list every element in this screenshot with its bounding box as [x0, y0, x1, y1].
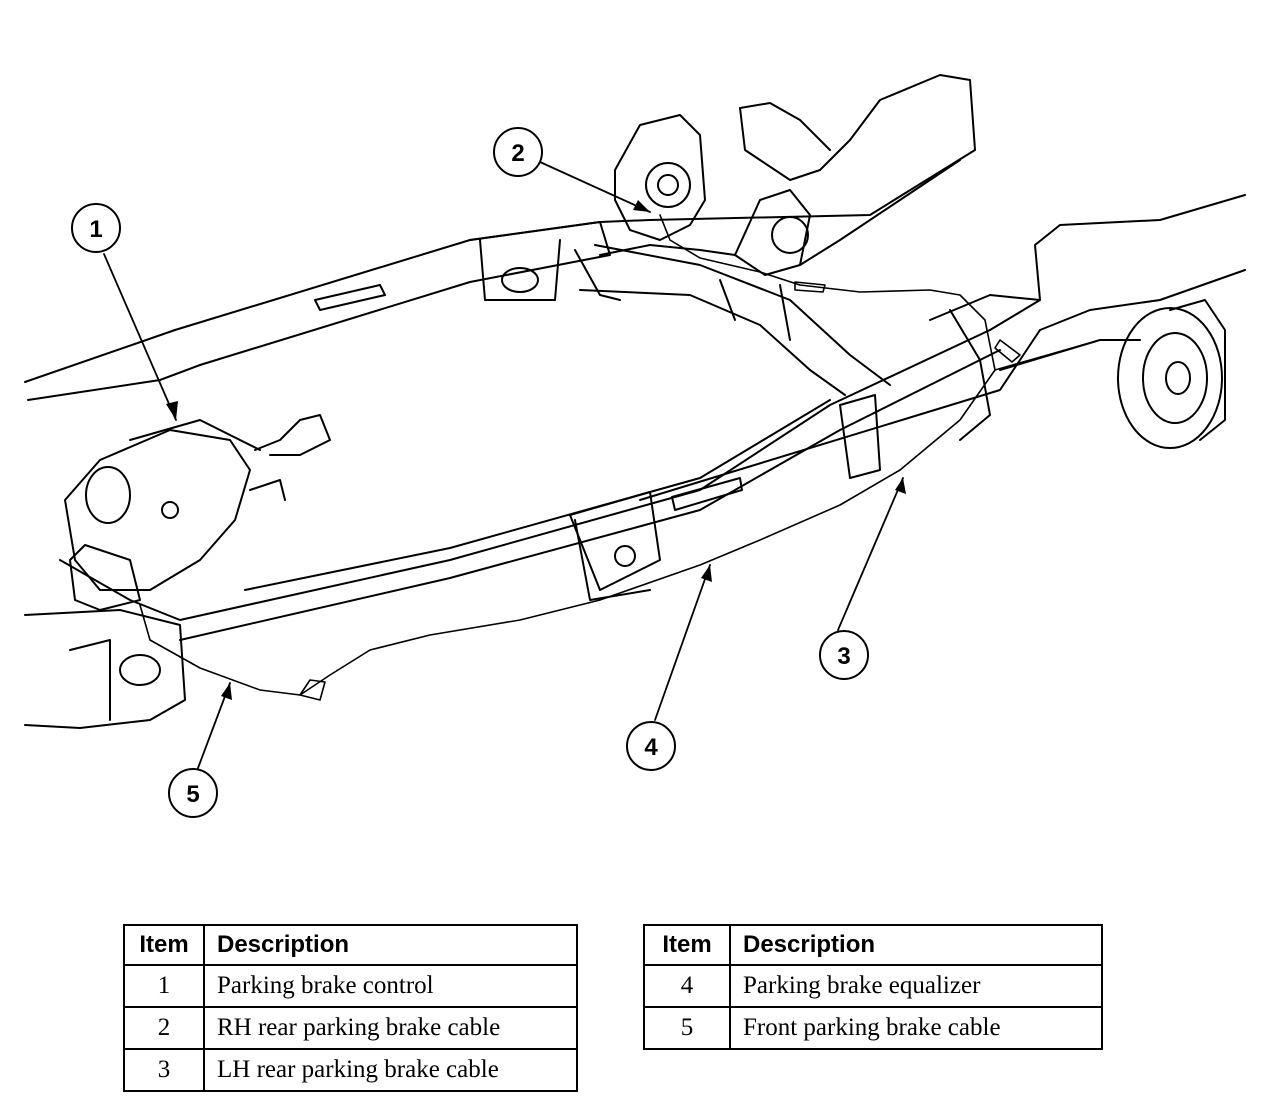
- table-row: 1 Parking brake control: [123, 964, 578, 1008]
- rear-axle: [929, 194, 1246, 449]
- item-description: Parking brake control: [203, 964, 578, 1008]
- front-knuckle: [614, 114, 706, 241]
- cross-member: [579, 244, 891, 396]
- legend-table-left: Item Description 1 Parking brake control…: [123, 924, 578, 1092]
- item-header: Item: [643, 924, 731, 966]
- svg-text:5: 5: [186, 781, 199, 808]
- item-description: Parking brake equalizer: [729, 964, 1103, 1008]
- item-number: 5: [643, 1006, 731, 1050]
- legend-table-right: Item Description 4 Parking brake equaliz…: [643, 924, 1103, 1050]
- item-number: 2: [123, 1006, 205, 1050]
- item-number: 4: [643, 964, 731, 1008]
- description-header: Description: [729, 924, 1103, 966]
- chassis-frame-diagram: 1 2 3 4 5: [24, 74, 1246, 818]
- table-row: 2 RH rear parking brake cable: [123, 1006, 578, 1050]
- callout-2: 2: [493, 127, 543, 177]
- item-header: Item: [123, 924, 205, 966]
- svg-text:2: 2: [511, 140, 524, 167]
- leader-arrowheads: [166, 200, 906, 700]
- item-description: RH rear parking brake cable: [203, 1006, 578, 1050]
- callout-1: 1: [71, 203, 121, 253]
- legend-header-row: Item Description: [643, 924, 1103, 966]
- brake-cables: [139, 214, 1101, 701]
- front-cross-member: [24, 609, 186, 729]
- svg-text:4: 4: [644, 734, 658, 761]
- near-frame-rail: [24, 221, 1041, 641]
- callout-3: 3: [819, 630, 869, 680]
- svg-text:3: 3: [837, 643, 850, 670]
- callout-5: 5: [168, 768, 218, 818]
- far-frame-rail: [314, 74, 976, 311]
- item-number: 1: [123, 964, 205, 1008]
- svg-text:1: 1: [89, 216, 102, 243]
- item-description: Front parking brake cable: [729, 1006, 1103, 1050]
- item-number: 3: [123, 1048, 205, 1092]
- callout-4: 4: [626, 721, 676, 771]
- table-row: 5 Front parking brake cable: [643, 1006, 1103, 1050]
- legend-header-row: Item Description: [123, 924, 578, 966]
- item-description: LH rear parking brake cable: [203, 1048, 578, 1092]
- parking-brake-control: [64, 414, 331, 611]
- table-row: 3 LH rear parking brake cable: [123, 1048, 578, 1092]
- table-row: 4 Parking brake equalizer: [643, 964, 1103, 1008]
- description-header: Description: [203, 924, 578, 966]
